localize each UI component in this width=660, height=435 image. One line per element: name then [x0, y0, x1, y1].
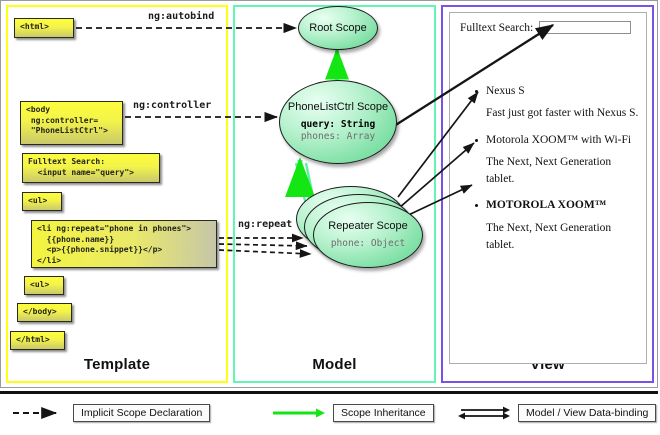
green-arrow-icon	[273, 408, 325, 418]
legend-label-databinding: Model / View Data-binding	[518, 404, 657, 422]
double-arrow-icon	[458, 406, 510, 420]
view-search-input[interactable]	[539, 21, 632, 34]
list-item: Nexus S Fast just got faster with Nexus …	[472, 83, 642, 123]
template-box-ul-open: <ul>	[22, 192, 62, 211]
template-box-ul-close: <ul>	[24, 276, 64, 295]
dashed-arrow-icon	[13, 407, 58, 419]
view-item-snippet: Fast just got faster with Nexus S.	[486, 107, 639, 120]
view-item-name: MOTOROLA XOOM™	[472, 197, 642, 214]
label-ng-repeat: ng:repeat	[238, 219, 293, 230]
view-search-label: Fulltext Search:	[460, 21, 534, 34]
column-label-template: Template	[83, 356, 151, 373]
view-item-snippet: The Next, Next Generation tablet.	[486, 155, 612, 185]
legend-label-inheritance: Scope Inheritance	[333, 404, 434, 422]
scope-phonelistctrl: PhoneListCtrl Scope query: String phones…	[279, 80, 397, 164]
scope-prop-phone: phone: Object	[330, 238, 406, 250]
view-phone-list: Nexus S Fast just got faster with Nexus …	[472, 83, 642, 263]
legend-item-databinding: Model / View Data-binding	[457, 404, 657, 422]
scope-root: Root Scope	[298, 6, 378, 50]
legend-item-inheritance: Scope Inheritance	[272, 404, 434, 422]
view-search-row: Fulltext Search:	[460, 21, 632, 34]
template-box-li-repeat: <li ng:repeat="phone in phones"> {{phone…	[31, 220, 217, 268]
scope-root-title: Root Scope	[309, 21, 367, 34]
template-box-html-close: </html>	[10, 331, 65, 350]
scope-phonelistctrl-props: query: String phones: Array	[301, 119, 375, 143]
scope-repeater: Repeater Scope phone: Object	[313, 202, 423, 268]
list-item: Motorola XOOM™ with Wi-Fi The Next, Next…	[472, 132, 642, 189]
scope-prop-phones: phones: Array	[300, 131, 376, 143]
scope-repeater-props: phone: Object	[331, 238, 405, 250]
legend: Implicit Scope Declaration Scope Inherit…	[0, 391, 658, 435]
list-item: MOTOROLA XOOM™ The Next, Next Generation…	[472, 197, 642, 254]
label-ng-autobind: ng:autobind	[148, 11, 215, 22]
template-box-html-open: <html>	[14, 18, 74, 38]
view-item-snippet: The Next, Next Generation tablet.	[486, 221, 612, 251]
scope-phonelistctrl-title: PhoneListCtrl Scope	[287, 100, 389, 113]
label-ng-controller: ng:controller	[133, 100, 212, 111]
legend-item-implicit: Implicit Scope Declaration	[12, 404, 211, 422]
view-rendered-page: Fulltext Search: Nexus S Fast just got f…	[449, 12, 647, 364]
legend-label-implicit: Implicit Scope Declaration	[73, 404, 211, 422]
scope-prop-query: query: String	[300, 119, 376, 131]
view-item-name: Nexus S	[472, 83, 642, 100]
template-box-body-close: </body>	[17, 303, 72, 322]
scope-repeater-title: Repeater Scope	[328, 219, 408, 232]
template-box-search: Fulltext Search: <input name="query">	[22, 153, 160, 183]
column-label-model: Model	[312, 356, 357, 373]
template-box-body-open: <body ng:controller= "PhoneListCtrl">	[20, 101, 123, 145]
view-item-name: Motorola XOOM™ with Wi-Fi	[472, 132, 642, 149]
